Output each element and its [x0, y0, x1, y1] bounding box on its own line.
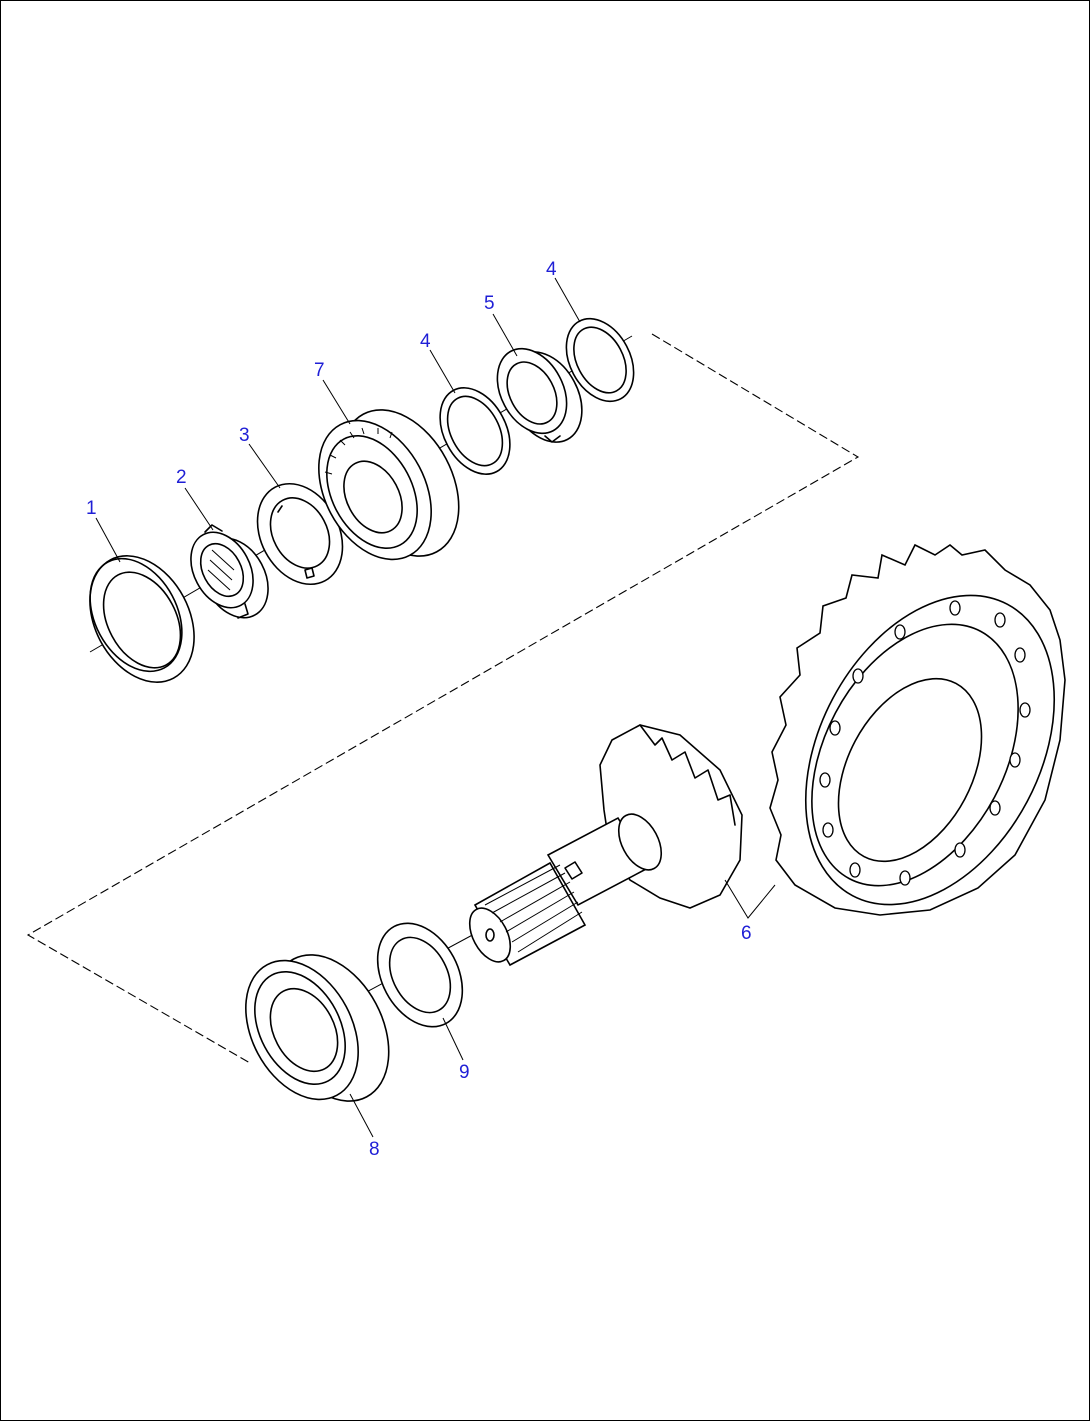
- part-4-shim-right: [565, 317, 635, 403]
- callout-1: 1: [86, 498, 97, 519]
- leader-lines: [95, 277, 776, 1138]
- callout-2: 2: [176, 467, 187, 488]
- callout-7: 7: [314, 360, 325, 381]
- callout-6: 6: [741, 923, 752, 944]
- callout-4-middle: 4: [420, 331, 431, 352]
- part-1-seal: [89, 555, 195, 683]
- assembly-boundary-line: [26, 333, 860, 1064]
- part-4-shim-middle: [439, 387, 511, 475]
- part-8-bearing: [245, 954, 390, 1102]
- callout-5: 5: [484, 293, 495, 314]
- callout-4-right: 4: [546, 259, 557, 280]
- callout-3: 3: [239, 425, 250, 446]
- part-5-spacer: [496, 347, 583, 443]
- part-9-shim: [376, 922, 464, 1028]
- part-6-pinion-shaft: [468, 724, 743, 967]
- part-7-bearing: [318, 409, 460, 561]
- callout-8: 8: [369, 1139, 380, 1160]
- callout-9: 9: [459, 1062, 470, 1083]
- part-6-ring-gear: [769, 543, 1066, 916]
- part-2-nut: [190, 524, 269, 619]
